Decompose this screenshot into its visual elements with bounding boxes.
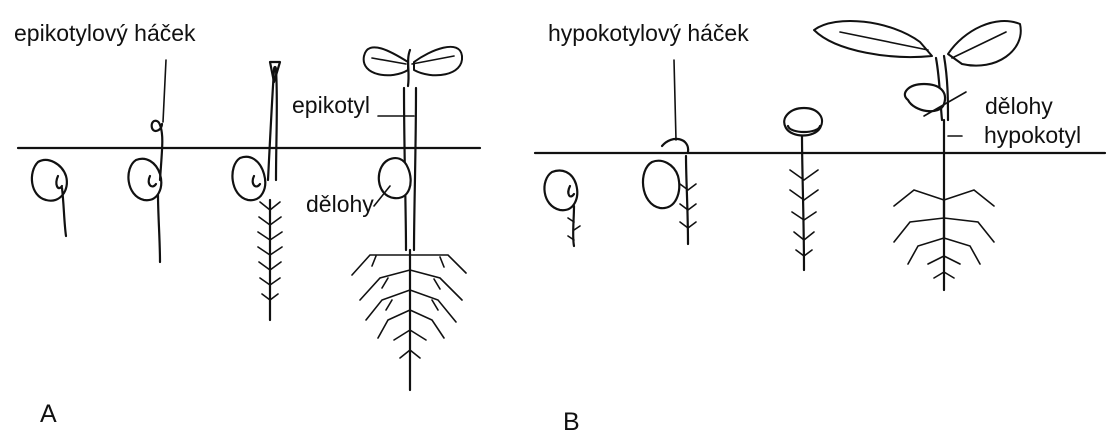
panel-letter-a: A bbox=[40, 402, 57, 427]
seedling-b3 bbox=[784, 108, 822, 270]
seedling-b1 bbox=[544, 171, 580, 247]
label-epikotylovy-hacek: epikotylový háček bbox=[14, 22, 196, 45]
label-hypokotyl: hypokotyl bbox=[984, 124, 1081, 147]
seedling-a3 bbox=[232, 62, 282, 320]
label-hypokotylovy-hacek: hypokotylový háček bbox=[548, 22, 749, 45]
panel-letter-b: B bbox=[563, 410, 580, 435]
label-delohy-a: dělohy bbox=[306, 193, 374, 216]
seedling-a1 bbox=[32, 160, 67, 236]
seedling-a2 bbox=[128, 60, 166, 262]
seedling-b4 bbox=[814, 21, 1021, 290]
label-epikotyl: epikotyl bbox=[292, 94, 370, 117]
label-delohy-b: dělohy bbox=[985, 95, 1053, 118]
hook-pointer-b bbox=[674, 60, 676, 140]
hook-pointer-a bbox=[163, 60, 166, 122]
